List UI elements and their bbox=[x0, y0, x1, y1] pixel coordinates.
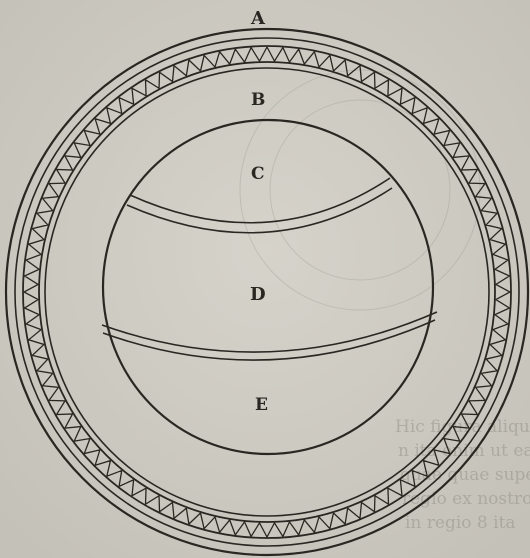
label-d: D bbox=[250, 284, 266, 305]
label-c: C bbox=[251, 164, 265, 184]
bleed-through-text: Hic figura aliquaemaneat quae ad ea n it… bbox=[395, 417, 530, 533]
label-b: B bbox=[251, 90, 265, 110]
bleed-line-5: in regio 8 ita bbox=[405, 513, 516, 533]
label-a: A bbox=[250, 8, 266, 29]
bleed-line-3: quae quae super ut ima mi ra ad bbox=[400, 465, 530, 485]
label-e: E bbox=[255, 395, 268, 415]
